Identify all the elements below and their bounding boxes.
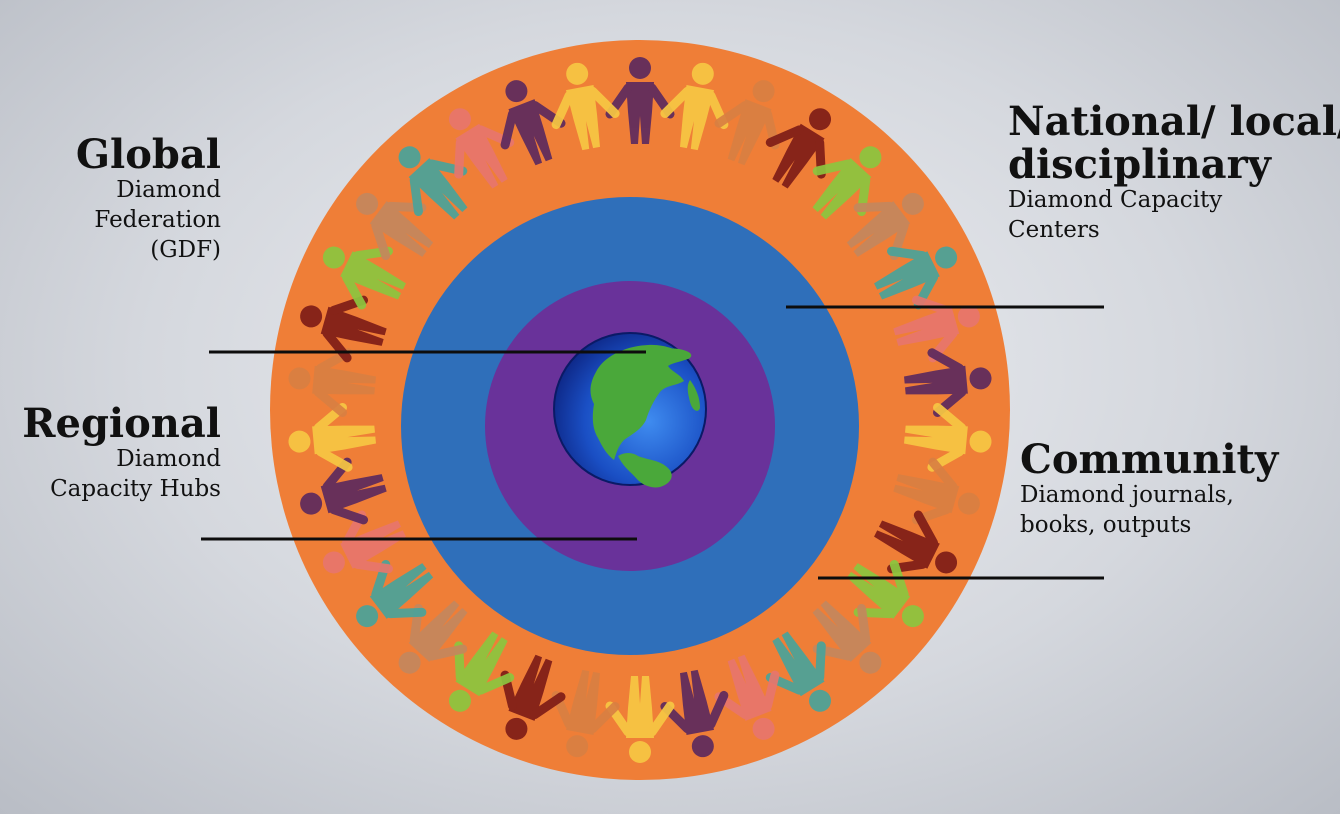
person-icon <box>846 192 924 261</box>
global-subtitle-line-1: Diamond <box>116 177 221 204</box>
person-icon <box>300 295 387 363</box>
leader-lines <box>201 305 1104 580</box>
person-icon <box>356 192 434 261</box>
people-ring <box>288 57 992 763</box>
national-subtitle-line-2: Centers <box>1008 217 1100 244</box>
person-icon <box>812 600 882 674</box>
person-icon <box>551 669 620 758</box>
person-icon <box>448 631 515 712</box>
person-icon <box>500 654 566 740</box>
person-icon <box>500 80 566 166</box>
national-title-line-2: disciplinary <box>1008 141 1271 189</box>
person-icon <box>551 62 620 151</box>
global-subtitle-line-3: (GDF) <box>150 236 221 263</box>
national-subtitle-line-1: Diamond Capacity <box>1008 187 1223 214</box>
community-title: Community <box>1020 436 1279 483</box>
national-label: National/ local/ disciplinary Diamond Ca… <box>1008 100 1340 246</box>
globe-icon <box>553 332 707 488</box>
regional-subtitle-line-2: Capacity Hubs <box>50 476 221 503</box>
regional-label: Regional Diamond Capacity Hubs <box>22 402 221 505</box>
global-title: Global <box>75 131 221 178</box>
regional-title: Regional <box>22 400 221 447</box>
person-icon <box>812 146 882 220</box>
global-label: Global Diamond Federation (GDF) <box>76 133 221 266</box>
community-label: Community Diamond journals, books, outpu… <box>1020 438 1278 541</box>
person-icon <box>288 402 376 472</box>
person-icon <box>300 457 387 525</box>
national-title-line-1: National/ local/ <box>1008 98 1340 145</box>
community-subtitle-line-1: Diamond journals, <box>1020 482 1234 509</box>
person-icon <box>605 57 675 144</box>
regional-subtitle-line-1: Diamond <box>116 446 221 473</box>
community-subtitle-line-2: books, outputs <box>1020 512 1192 539</box>
person-icon <box>288 348 376 418</box>
global-subtitle-line-2: Federation <box>94 207 221 234</box>
